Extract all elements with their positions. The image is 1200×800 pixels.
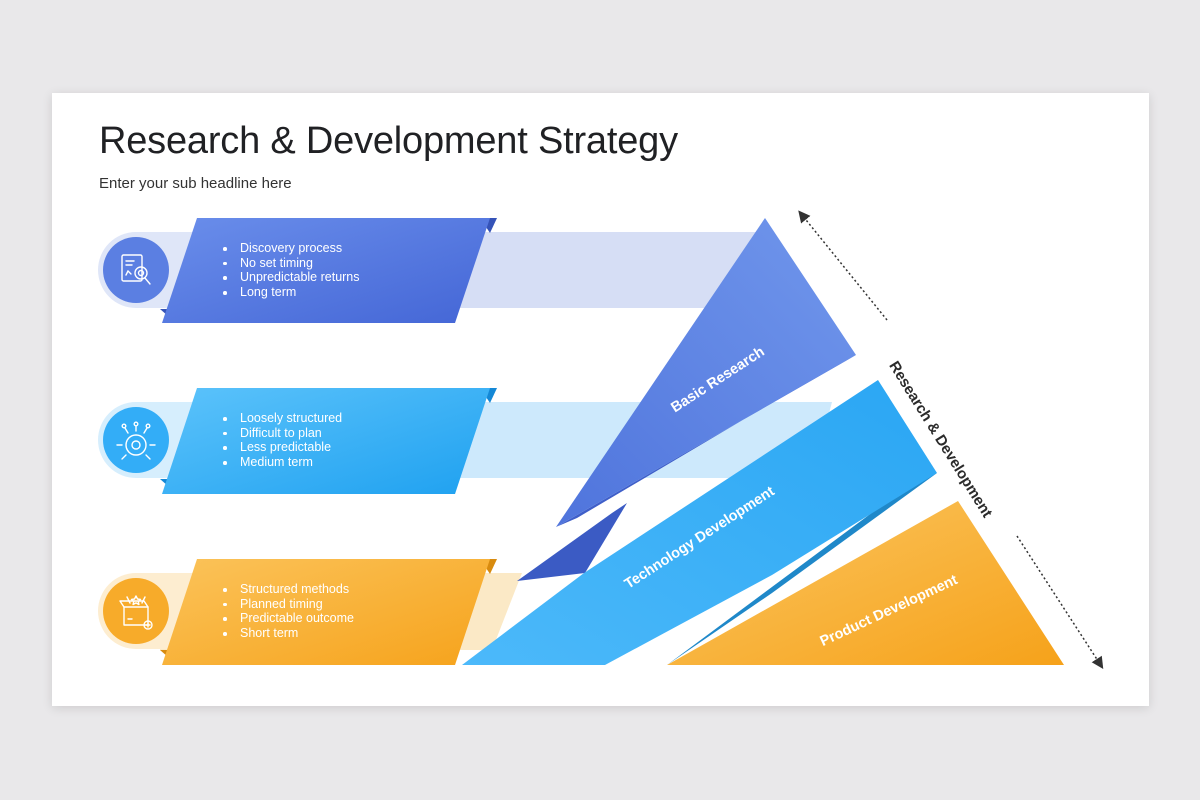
list-item: Predictable outcome — [220, 611, 354, 626]
research-report-icon — [121, 254, 151, 285]
card-sky — [162, 388, 490, 494]
stage-basic-shape — [556, 218, 856, 527]
row-1-bullets: Discovery process No set timing Unpredic… — [220, 241, 360, 300]
axis-arrow-bottom — [1016, 535, 1104, 670]
card-blue — [162, 218, 490, 323]
list-item: Short term — [220, 626, 354, 641]
stage-technology-shade — [517, 503, 627, 581]
stage-technology-shape — [462, 380, 937, 665]
page-title: Research & Development Strategy — [99, 120, 678, 162]
list-item: No set timing — [220, 256, 360, 271]
list-item: Medium term — [220, 455, 342, 470]
icon-circle-sky — [103, 407, 169, 473]
icon-circle-orange — [103, 578, 169, 644]
product-box-icon — [119, 595, 153, 630]
list-item: Less predictable — [220, 440, 342, 455]
slide: Research & Development Strategy Enter yo… — [52, 93, 1149, 706]
list-item: Long term — [220, 285, 360, 300]
stage-product-side — [667, 473, 937, 665]
page-subtitle: Enter your sub headline here — [99, 175, 292, 192]
row-3-bullets: Structured methods Planned timing Predic… — [220, 582, 354, 641]
list-item: Planned timing — [220, 597, 354, 612]
stage-product-shape — [667, 501, 1064, 665]
list-item: Unpredictable returns — [220, 270, 360, 285]
axis-arrow-top — [798, 210, 888, 321]
list-item: Difficult to plan — [220, 426, 342, 441]
list-item: Structured methods — [220, 582, 354, 597]
row-2-bullets: Loosely structured Difficult to plan Les… — [220, 411, 342, 470]
card-orange — [162, 559, 490, 665]
list-item: Discovery process — [220, 241, 360, 256]
strategy-diagram — [98, 210, 1104, 670]
list-item: Loosely structured — [220, 411, 342, 426]
gear-circuit-icon — [116, 421, 156, 460]
